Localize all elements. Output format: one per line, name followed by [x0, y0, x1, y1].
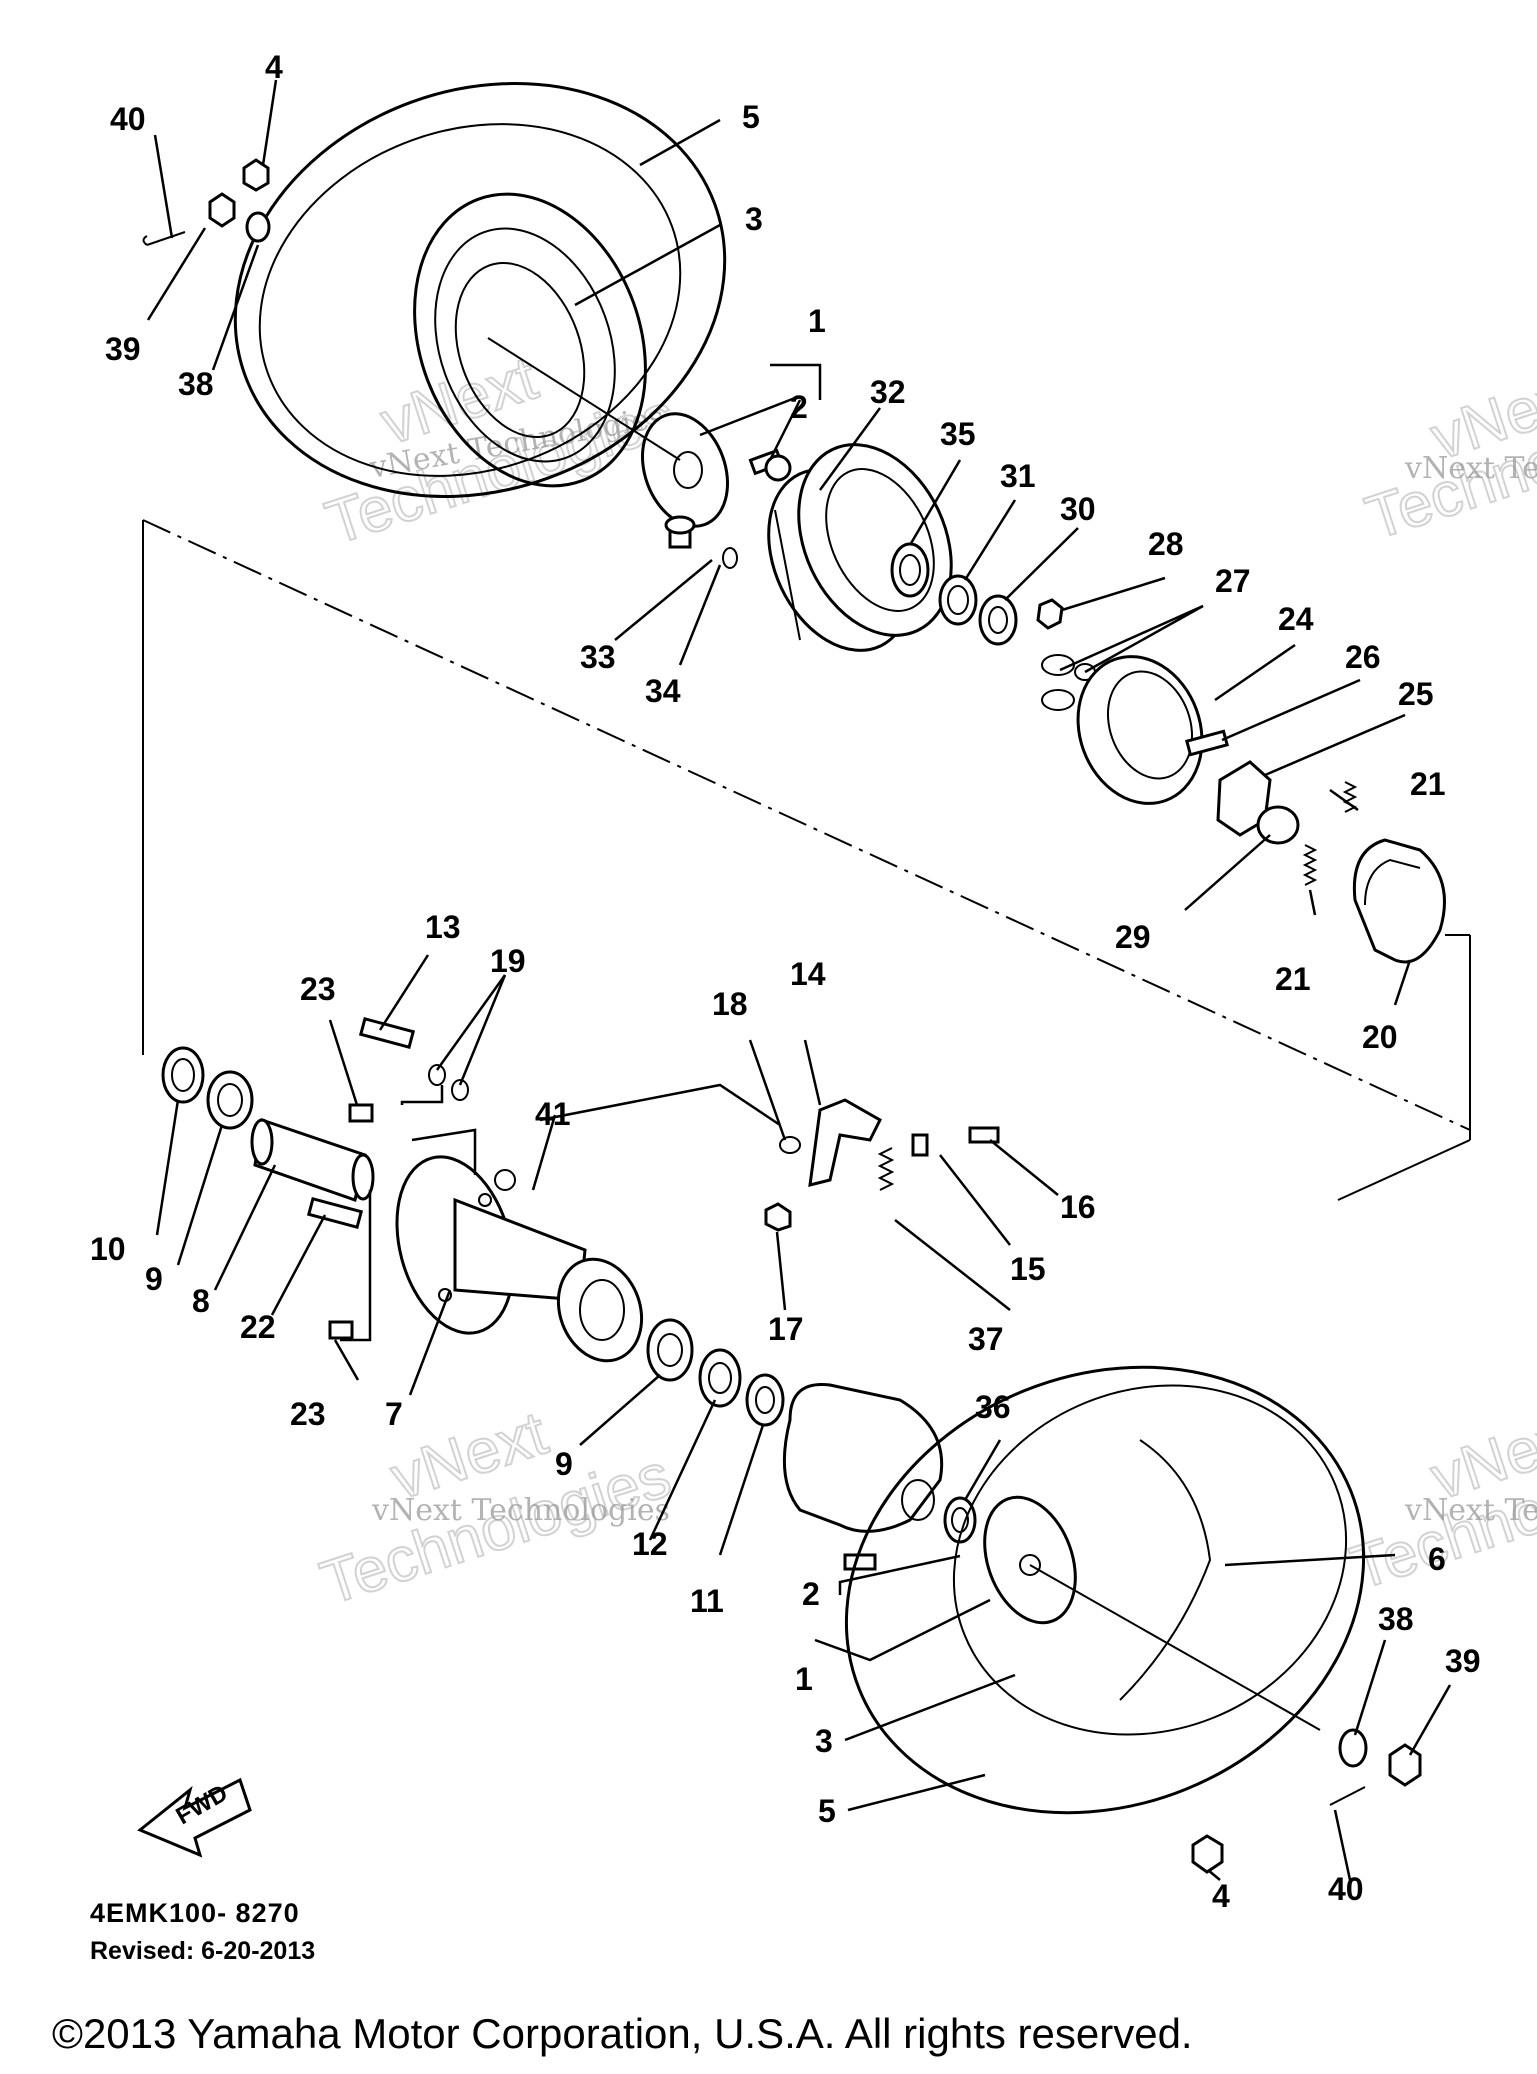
callout-40: 40 — [110, 101, 146, 137]
copyright-notice: ©2013 Yamaha Motor Corporation, U.S.A. A… — [52, 2010, 1193, 2057]
callout-1: 1 — [808, 303, 826, 339]
callout-39: 39 — [1445, 1643, 1481, 1679]
callout-4: 4 — [1212, 1878, 1230, 1914]
callout-28: 28 — [1148, 526, 1184, 562]
callout-32: 32 — [870, 374, 906, 410]
left-bolts — [306, 1016, 469, 1340]
callout-9: 9 — [145, 1261, 163, 1297]
callout-33: 33 — [580, 639, 616, 675]
callout-41: 41 — [535, 1096, 571, 1132]
top-bearings — [890, 542, 1064, 646]
callout-9: 9 — [555, 1446, 573, 1482]
callout-27: 27 — [1215, 563, 1251, 599]
left-seal-bearing — [161, 1046, 254, 1130]
callout-36: 36 — [975, 1389, 1011, 1425]
callout-5: 5 — [818, 1793, 836, 1829]
callout-21: 21 — [1275, 961, 1311, 997]
callout-21: 21 — [1410, 766, 1446, 802]
callout-5: 5 — [742, 99, 760, 135]
callout-11: 11 — [690, 1583, 724, 1619]
callout-3: 3 — [745, 201, 763, 237]
callout-17: 17 — [768, 1311, 804, 1347]
callout-22: 22 — [240, 1309, 276, 1345]
leader-lines — [146, 79, 1452, 1881]
callout-2: 2 — [802, 1576, 820, 1612]
brake-lever-assembly — [764, 1098, 1000, 1232]
callout-26: 26 — [1345, 639, 1381, 675]
fwd-arrow-icon: FWD — [137, 1777, 252, 1858]
springs — [1302, 781, 1358, 886]
top-fasteners — [142, 158, 271, 246]
callout-40: 40 — [1328, 1871, 1364, 1907]
callout-16: 16 — [1060, 1189, 1096, 1225]
part-code: 4EMK100- 8270 — [90, 1898, 300, 1928]
bottom-tire — [844, 1365, 1366, 1815]
callout-10: 10 — [90, 1231, 126, 1267]
callout-29: 29 — [1115, 919, 1151, 955]
callout-7: 7 — [385, 1396, 403, 1432]
callout-15: 15 — [1010, 1251, 1046, 1287]
callout-23: 23 — [300, 971, 336, 1007]
callout-13: 13 — [425, 909, 461, 945]
callout-25: 25 — [1398, 676, 1434, 712]
callout-numbers: 40 4 5 3 39 38 1 2 32 35 31 30 28 27 24 … — [90, 49, 1481, 1914]
callout-14: 14 — [790, 956, 826, 992]
callout-19: 19 — [490, 943, 526, 979]
lower-bearings — [646, 1318, 785, 1427]
rear-axle-hub — [395, 1155, 644, 1363]
callout-12: 12 — [632, 1526, 668, 1562]
callout-2: 2 — [790, 389, 808, 425]
callout-6: 6 — [1428, 1541, 1446, 1577]
brake-shoe — [1352, 838, 1446, 964]
callout-4: 4 — [265, 49, 283, 85]
revised-date: Revised: 6-20-2013 — [90, 1937, 316, 1965]
final-drive-housing — [782, 1382, 977, 1571]
callout-31: 31 — [1000, 458, 1036, 494]
watermark-text: vNext Technologies — [371, 1493, 670, 1528]
brake-cam-assembly — [1184, 729, 1300, 845]
callout-1: 1 — [795, 1661, 813, 1697]
assembly-centerline — [142, 519, 1471, 1201]
callout-38: 38 — [1378, 1601, 1414, 1637]
callout-3: 3 — [815, 1723, 833, 1759]
bottom-fasteners — [1191, 1728, 1422, 1874]
top-small-parts — [664, 448, 792, 569]
top-tire — [233, 82, 727, 498]
callout-37: 37 — [968, 1321, 1004, 1357]
callout-8: 8 — [192, 1283, 210, 1319]
callout-35: 35 — [940, 416, 976, 452]
callout-18: 18 — [712, 986, 748, 1022]
collar-tube — [250, 1118, 375, 1202]
callout-34: 34 — [645, 673, 681, 709]
callout-30: 30 — [1060, 491, 1096, 527]
top-hub-flange — [487, 337, 730, 528]
callout-24: 24 — [1278, 601, 1314, 637]
callout-23: 23 — [290, 1396, 326, 1432]
callout-38: 38 — [178, 366, 214, 402]
callout-20: 20 — [1362, 1019, 1398, 1055]
callout-39: 39 — [105, 331, 141, 367]
brake-plate — [1076, 655, 1204, 805]
watermark-text: vNext Technologies — [1404, 451, 1537, 486]
watermark-text: vNext Technologies — [1404, 1493, 1537, 1528]
